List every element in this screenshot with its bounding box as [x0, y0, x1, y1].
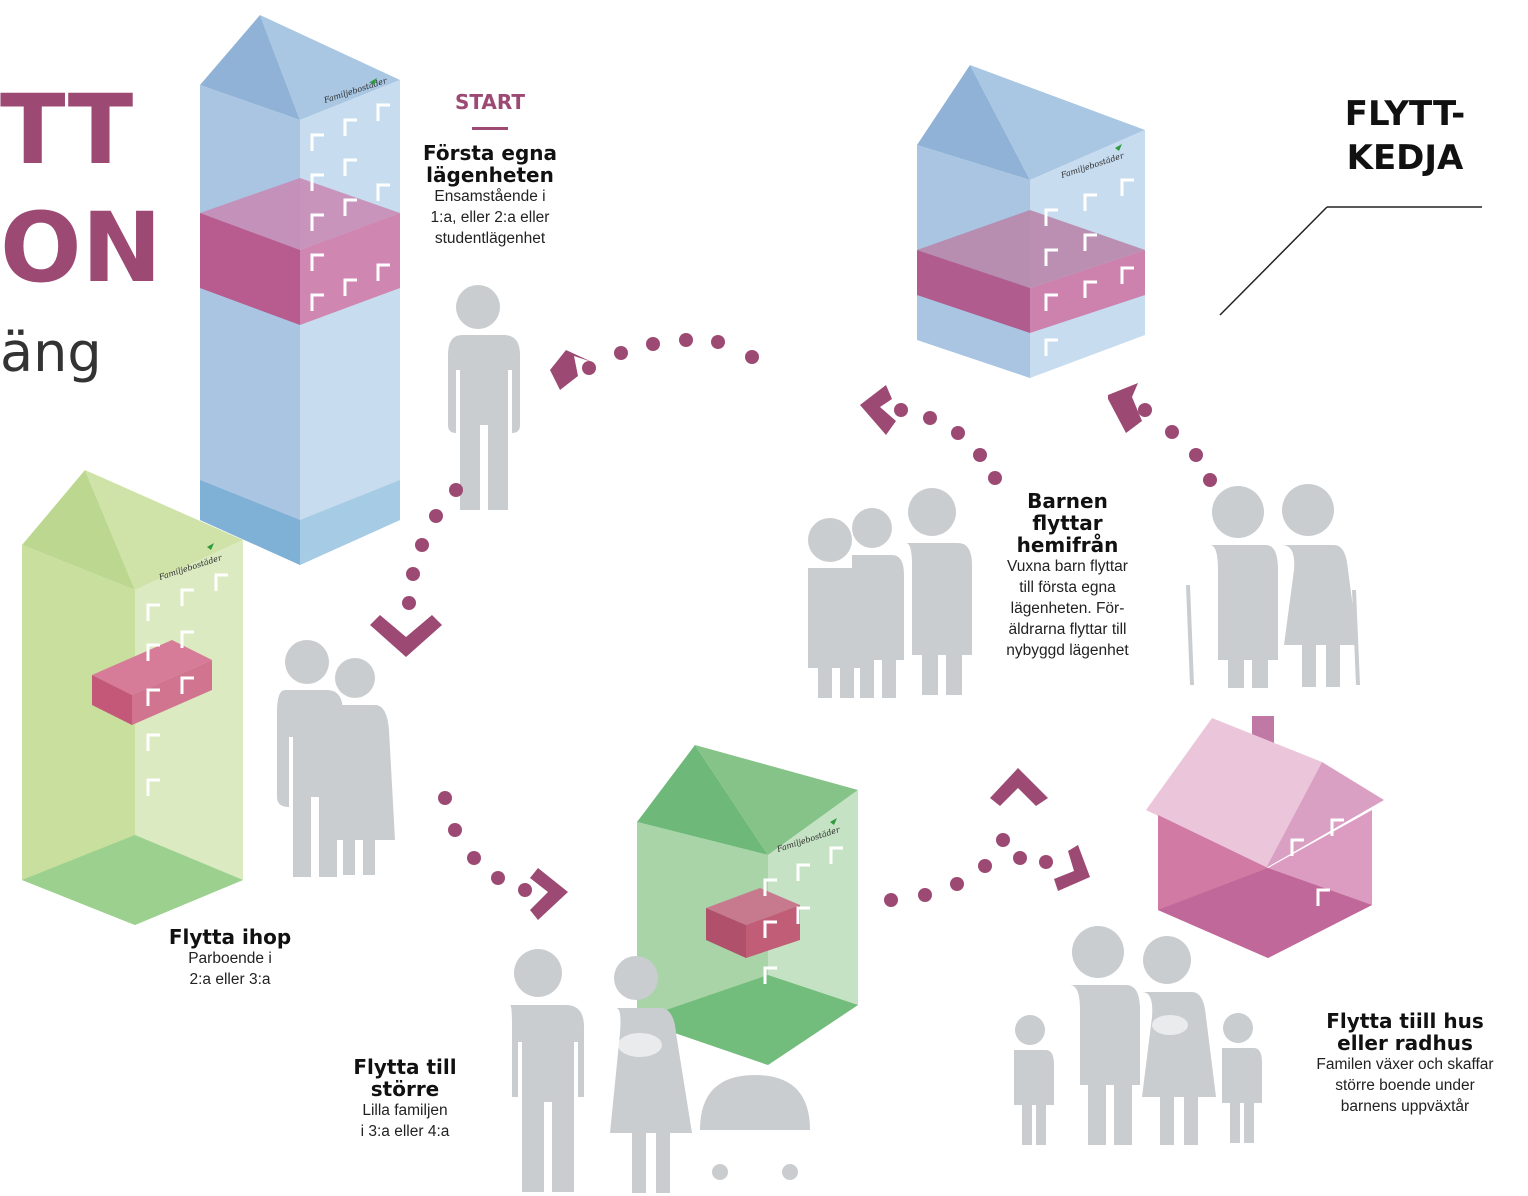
step-heading: Barnen [1027, 489, 1108, 513]
arrow-head-icon [990, 768, 1048, 806]
step-body: Ensamstående i [434, 188, 546, 205]
title-fragment-line2: ON [0, 192, 162, 304]
step-body: större boende under [1335, 1077, 1475, 1094]
young-family-icon [510, 949, 810, 1193]
logo-leaf-icon [207, 543, 214, 550]
step-body: Vuxna barn flyttar [1007, 558, 1128, 575]
title-pointer-line [1219, 206, 1482, 316]
chain-title-line1: FLYTT- [1344, 94, 1466, 134]
step-body: i 3:a eller 4:a [360, 1123, 450, 1140]
chain-title-line2: KEDJA [1346, 138, 1464, 178]
logo-leaf-icon [830, 818, 837, 825]
tower-building-start: Familjebostäder [200, 15, 400, 565]
arrow-head-icon [530, 868, 568, 920]
step-body: studentlägenhet [434, 230, 546, 247]
step-heading: flyttar [1032, 511, 1103, 535]
step-body: barnens uppväxtår [1340, 1098, 1470, 1115]
step-first-apartment: Första egna lägenheten Ensamstående i 1:… [395, 142, 585, 249]
step-heading: Flytta till [353, 1055, 457, 1079]
title-fragment-line1: TT [0, 74, 134, 186]
step-body: nybyggd lägenhet [1006, 642, 1129, 659]
step-bigger: Flytta till större Lilla familjen i 3:a … [330, 1056, 480, 1142]
step-body: Parboende i [188, 950, 272, 967]
elderly-couple-icon [1186, 484, 1360, 688]
title-fragment-line3: äng [0, 321, 102, 384]
step-body: Familen växer och skaffar [1316, 1056, 1494, 1073]
step-body: äldrarna flyttar till [1008, 621, 1127, 638]
green-building-couple: Familjebostäder [22, 470, 243, 925]
arrow-head-icon [1108, 383, 1142, 433]
family-with-kids-icon [1014, 926, 1262, 1145]
step-move-in: Flytta ihop Parboende i 2:a eller 3:a [150, 926, 310, 990]
step-body: till första egna [1019, 579, 1116, 596]
start-divider [472, 127, 508, 130]
pink-house [1146, 716, 1384, 958]
step-heading: hemifrån [1016, 533, 1119, 557]
couple-icon [277, 640, 395, 877]
arrow-head-icon [550, 350, 592, 390]
arrow-head-icon [370, 615, 442, 657]
step-body: 2:a eller 3:a [189, 971, 271, 988]
step-heading: Flytta ihop [168, 925, 292, 949]
grown-children-icon [808, 488, 972, 698]
step-body: Lilla familjen [362, 1102, 448, 1119]
chain-title: FLYTT- KEDJA [1320, 92, 1490, 180]
start-tag: START [454, 90, 526, 114]
green-building-family: Familjebostäder [637, 745, 858, 1065]
flow-arrows [370, 333, 1217, 920]
arrow-head-icon [860, 385, 896, 435]
blue-building-newbuild: Familjebostäder [917, 65, 1145, 378]
step-body: 1:a, eller 2:a eller [430, 209, 550, 226]
step-children-leave: Barnen flyttar hemifrån Vuxna barn flytt… [975, 490, 1160, 661]
step-heading: större [370, 1077, 440, 1101]
step-body: lägenheten. För- [1010, 600, 1125, 617]
step-heading: lägenheten [426, 163, 554, 187]
step-heading: eller radhus [1337, 1031, 1473, 1055]
step-heading: Flytta tiill hus [1326, 1009, 1484, 1033]
logo-leaf-icon [370, 78, 377, 85]
logo-leaf-icon [1115, 144, 1122, 151]
step-house: Flytta tiill hus eller radhus Familen vä… [1285, 1010, 1525, 1117]
step-heading: Första egna [423, 141, 557, 165]
person-single-icon [448, 285, 520, 510]
arrow-head-icon [1054, 845, 1090, 891]
